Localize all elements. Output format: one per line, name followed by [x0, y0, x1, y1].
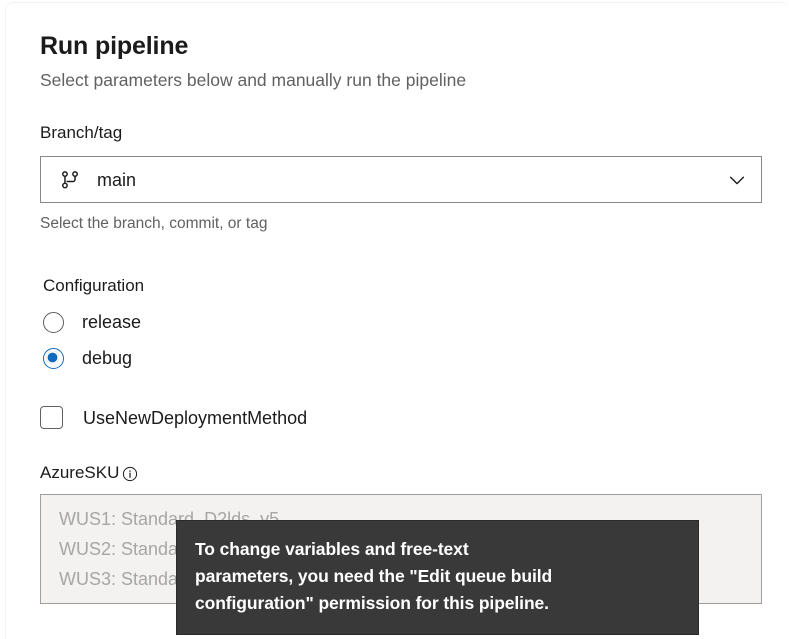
chevron-down-icon[interactable] [726, 169, 748, 191]
radio-label-debug: debug [82, 348, 133, 368]
page-subtitle: Select parameters below and manually run… [40, 70, 467, 90]
checkbox-option-usenewdeploymentmethod[interactable]: UseNewDeploymentMethod [40, 406, 789, 429]
azuresku-field-label-row: AzureSKU [40, 462, 789, 484]
radio-option-debug[interactable]: debug [43, 347, 789, 369]
branch-field-label: Branch/tag [40, 123, 123, 142]
azuresku-field-label: AzureSKU [40, 463, 120, 482]
configuration-group-label: Configuration [43, 276, 145, 295]
branch-tag-selector[interactable]: main [40, 156, 762, 203]
checkbox-label: UseNewDeploymentMethod [83, 407, 308, 428]
radio-option-release[interactable]: release [43, 311, 789, 333]
radio-icon-debug[interactable] [43, 347, 64, 369]
tooltip-line: configuration" permission for this pipel… [195, 593, 549, 613]
checkbox-icon[interactable] [40, 406, 63, 429]
branch-field-hint: Select the branch, commit, or tag [40, 215, 268, 232]
tooltip-line: parameters, you need the "Edit queue bui… [195, 566, 553, 586]
page-title: Run pipeline [40, 32, 189, 60]
info-icon[interactable] [122, 466, 138, 482]
run-pipeline-dialog: Run pipeline Select parameters below and… [5, 2, 789, 639]
permission-tooltip: To change variables and free-text parame… [176, 520, 699, 635]
git-branch-icon [59, 169, 81, 191]
tooltip-line: To change variables and free-text [195, 539, 469, 559]
branch-selected-value: main [97, 169, 137, 190]
radio-label-release: release [82, 312, 142, 332]
branch-field-group: Branch/tag main [34, 122, 789, 233]
radio-icon-release[interactable] [43, 311, 64, 333]
